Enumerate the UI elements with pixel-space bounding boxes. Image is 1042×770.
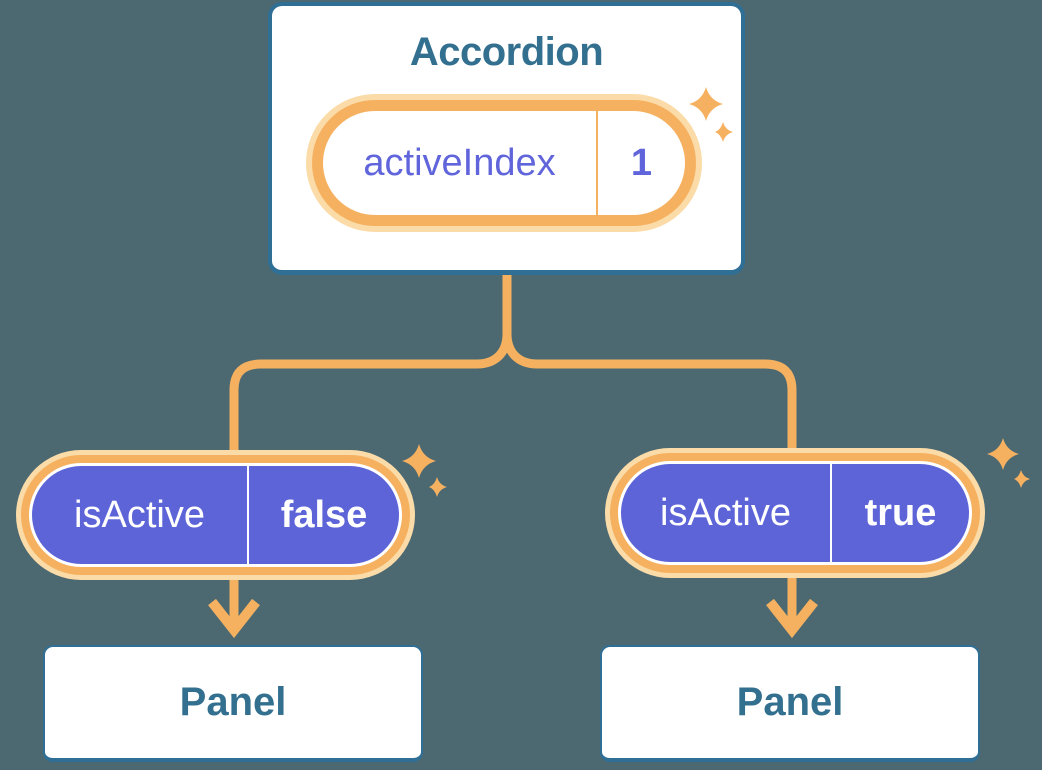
sparkle-icon [987,438,1019,470]
panel-left: Panel [43,645,423,762]
sparkle-icon [1014,470,1030,488]
state-pill-ring: activeIndex 1 [312,100,696,226]
panel-left-label: Panel [179,680,287,724]
prop-pill-right-value: true [830,464,969,562]
prop-pill-left: isActive false [16,450,415,580]
prop-pill-fill: isActive false [32,466,399,564]
panel-right-label: Panel [736,680,844,724]
state-pill-label: activeIndex [363,141,556,184]
accordion-title: Accordion [409,30,604,74]
panel-right: Panel [600,645,980,762]
state-pill-value: 1 [596,111,685,215]
prop-pill-left-label: isActive [74,493,205,536]
prop-pill-right-label: isActive [660,491,791,534]
prop-pill-right: isActive true [605,448,985,578]
state-pill: activeIndex 1 [306,94,702,232]
prop-pill-ring: isActive true [610,453,980,573]
prop-pill-left-value: false [247,466,399,564]
arrow-down-icon [766,598,818,639]
prop-pill-fill: isActive true [621,464,969,562]
sparkle-icon [429,477,447,497]
arrow-down-icon [208,598,260,639]
sparkle-icon [402,444,436,478]
prop-pill-ring: isActive false [21,455,410,575]
accordion-card: Accordion activeIndex 1 [268,2,745,275]
